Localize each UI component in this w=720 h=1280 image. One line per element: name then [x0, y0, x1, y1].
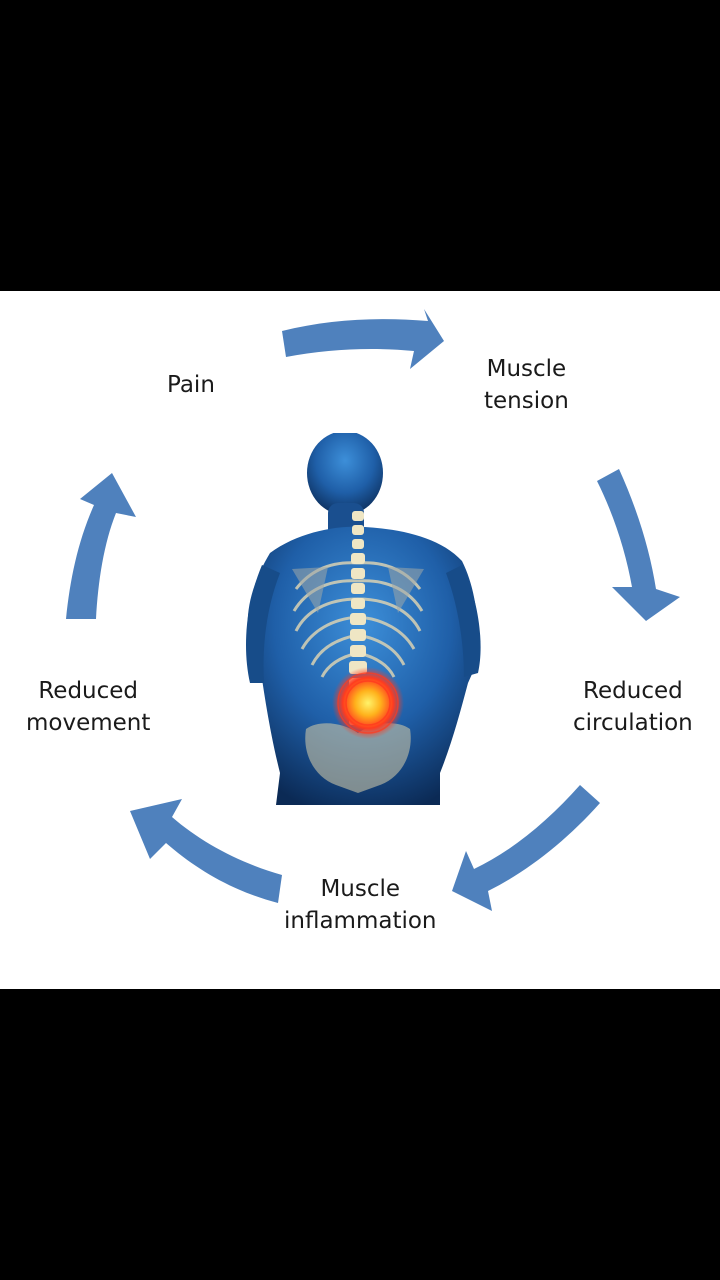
stage-label-line: Reduced [38, 678, 139, 704]
stage-label-line: Muscle [320, 876, 401, 902]
back-anatomy-illustration [246, 433, 481, 805]
arrow-pain-to-tension [282, 309, 444, 369]
arrow-movement-to-pain [66, 473, 136, 619]
stage-label-reduced-movement: Reduced movement [26, 675, 150, 739]
arrow-tension-to-circulation [597, 469, 680, 621]
stage-label-line: Muscle [486, 356, 567, 382]
stage-label-line: Reduced [583, 678, 683, 704]
stage-label-pain: Pain [167, 369, 215, 401]
left-arm-shape [246, 565, 280, 683]
stage-label-muscle-tension: Muscle tension [484, 353, 569, 417]
left-scapula [292, 567, 328, 613]
stage-label-reduced-circulation: Reduced circulation [573, 675, 693, 739]
pain-ring-inner [345, 680, 391, 726]
pain-glow [332, 667, 404, 739]
right-scapula [388, 567, 424, 613]
stage-label-line: circulation [573, 710, 693, 736]
head-shape [307, 433, 383, 515]
stage-label-line: movement [26, 710, 151, 736]
pelvis-shape [305, 723, 411, 793]
arrow-circulation-to-inflammation [452, 785, 600, 911]
cycle-arrows [66, 309, 680, 911]
cycle-diagram: Pain Muscle tension Reduced circulation … [0, 291, 720, 989]
stage-label-line: Pain [167, 372, 215, 398]
pain-ring-outer [337, 672, 399, 734]
arrow-inflammation-to-movement [130, 799, 282, 903]
stage-label-line: tension [484, 388, 569, 414]
right-arm-shape [446, 565, 481, 677]
stage-label-line: inflammation [284, 908, 437, 934]
stage-label-muscle-inflammation: Muscle inflammation [284, 873, 437, 937]
